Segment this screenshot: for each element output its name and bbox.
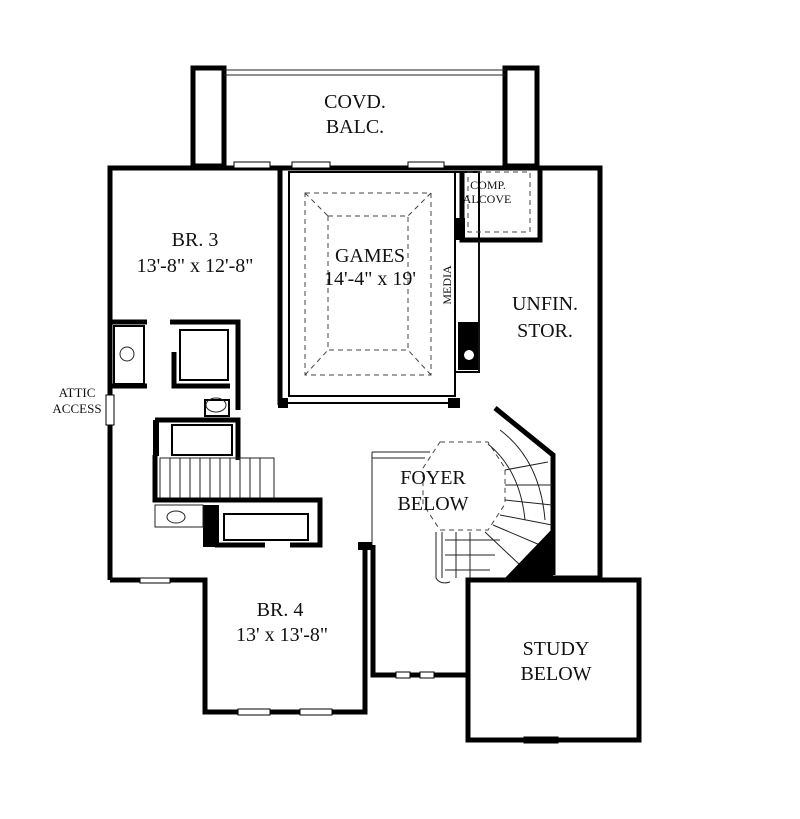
media-label: MEDIA (440, 265, 454, 305)
foyer-label-2: BELOW (397, 493, 468, 515)
br3-closet-bath (110, 300, 283, 460)
study-label-2: BELOW (520, 663, 591, 685)
comp-alcove-label-2: ALCOVE (463, 192, 512, 206)
br3-size: 13'-8" x 12'-8" (137, 255, 254, 277)
comp-alcove-label-1: COMP. (470, 178, 506, 192)
attic-label-1: ATTIC (59, 385, 96, 400)
balcony-label-2: BALC. (326, 116, 384, 138)
br4-size: 13' x 13'-8" (236, 624, 328, 646)
unfin-stor-label-2: STOR. (517, 320, 573, 342)
unfin-stor-label-1: UNFIN. (512, 293, 578, 315)
foyer-curved-stair (358, 406, 556, 584)
attic-access-door (105, 394, 115, 426)
games-name: GAMES (335, 245, 405, 267)
stairs (152, 455, 323, 548)
balcony-label-1: COVD. (324, 91, 386, 113)
study-label-1: STUDY (523, 638, 590, 660)
br3-name: BR. 3 (172, 229, 219, 251)
games-size: 14'-4" x 19' (324, 268, 416, 290)
media-and-alcove (454, 168, 543, 373)
foyer-label-1: FOYER (400, 467, 466, 489)
attic-label-2: ACCESS (52, 401, 101, 416)
study-below (465, 575, 642, 743)
br4-name: BR. 4 (257, 599, 304, 621)
